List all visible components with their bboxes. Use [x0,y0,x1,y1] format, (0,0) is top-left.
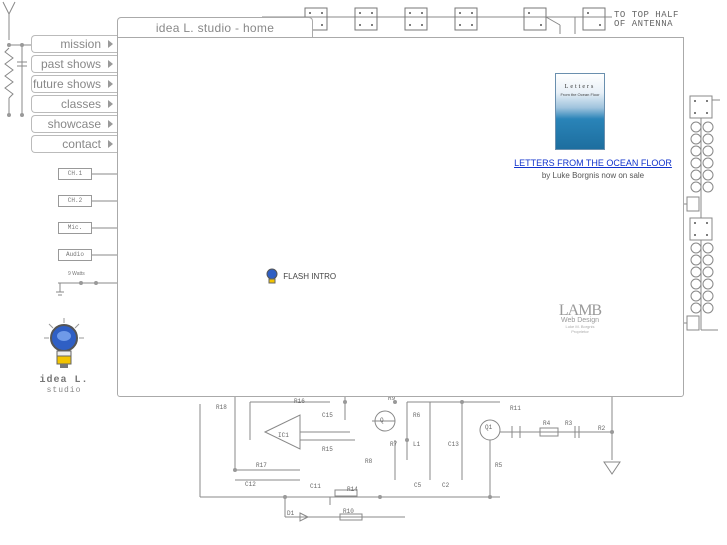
arrow-right-icon [108,100,113,108]
label-r17: R17 [256,462,267,469]
label-r8: R8 [365,458,373,465]
channel-1-box: CH.1 [58,168,92,180]
nav-item-classes[interactable]: classes [31,95,117,113]
label-q1: Q1 [485,424,493,431]
book-cover-subtitle: From the Ocean Floor [560,92,600,97]
nav-label: past shows [40,57,101,71]
label-l1: L1 [413,441,421,448]
book-cover-image[interactable]: Letters From the Ocean Floor [555,73,605,150]
page-title: idea L. studio - home [155,21,275,35]
antenna-label: TO TOP HALF OF ANTENNA [614,11,679,29]
arrow-right-icon [108,40,113,48]
main-content-panel: Letters From the Ocean Floor LETTERS FRO… [117,37,684,397]
arrow-right-icon [108,80,113,88]
label-r16: R16 [294,398,305,405]
arrow-right-icon [108,140,113,148]
arrow-right-icon [108,60,113,68]
label-c2: C2 [442,482,450,489]
nav-item-future-shows[interactable]: future shows [31,75,117,93]
site-logo[interactable]: idea L. studio [34,318,94,395]
book-promo-link[interactable]: LETTERS FROM THE OCEAN FLOOR [514,158,672,168]
watts-label: 9 Watts [68,271,85,277]
label-r18: R18 [216,404,227,411]
label-ic1: IC1 [278,432,289,439]
lamb-web-design-text: Web Design [560,317,599,324]
nav-item-past-shows[interactable]: past shows [31,55,117,73]
label-r7: R7 [390,441,398,448]
nav-label: contact [62,137,101,151]
label-r5: R5 [495,462,503,469]
nav-item-contact[interactable]: contact [31,135,117,153]
lightbulb-icon [44,318,84,368]
label-r3: R3 [565,420,573,427]
main-nav: mission past shows future shows classes … [31,35,117,155]
flash-intro-label: FLASH INTRO [283,272,337,282]
label-r9: R9 [388,395,396,402]
mic-box: Mic. [58,222,92,234]
label-r15: R15 [322,446,333,453]
lamb-logo-text: LAMB [558,302,602,319]
lightbulb-icon [266,268,278,286]
logo-name: idea L. [39,375,89,386]
page-title-tab: idea L. studio - home [117,17,313,38]
arrow-right-icon [108,120,113,128]
nav-item-showcase[interactable]: showcase [31,115,117,133]
label-q: Q [380,417,384,424]
nav-label: mission [60,37,101,51]
lamb-credit-line1: Luke M. Borgnis [565,324,595,329]
book-cover-title: Letters [564,84,596,90]
label-c11: C11 [310,483,321,490]
antenna-line2: OF ANTENNA [614,19,674,29]
label-r11: R11 [510,405,521,412]
label-c5: C5 [414,482,422,489]
nav-label: classes [60,97,101,111]
lamb-credit-line2: Proprietor [571,329,589,334]
label-c13: C13 [448,441,459,448]
flash-intro-link[interactable]: FLASH INTRO [266,268,336,286]
nav-label: future shows [32,77,101,91]
label-c15: C15 [322,412,333,419]
nav-item-mission[interactable]: mission [31,35,117,53]
channel-2-box: CH.2 [58,195,92,207]
book-promo-subtitle: by Luke Borgnis now on sale [541,171,645,180]
audio-box: Audio [58,249,92,261]
label-r2: R2 [598,425,606,432]
label-r6: R6 [413,412,421,419]
antenna-line1: TO TOP HALF [614,10,679,20]
label-r10: R10 [343,508,354,515]
label-r4: R4 [543,420,551,427]
lamb-web-design-logo[interactable]: LAMB Web Design Luke M. Borgnis Propriet… [558,302,602,334]
label-d1: D1 [287,510,295,517]
logo-sub: studio [46,386,82,395]
label-c12: C12 [245,481,256,488]
label-r14: R14 [347,486,358,493]
nav-label: showcase [47,117,101,131]
